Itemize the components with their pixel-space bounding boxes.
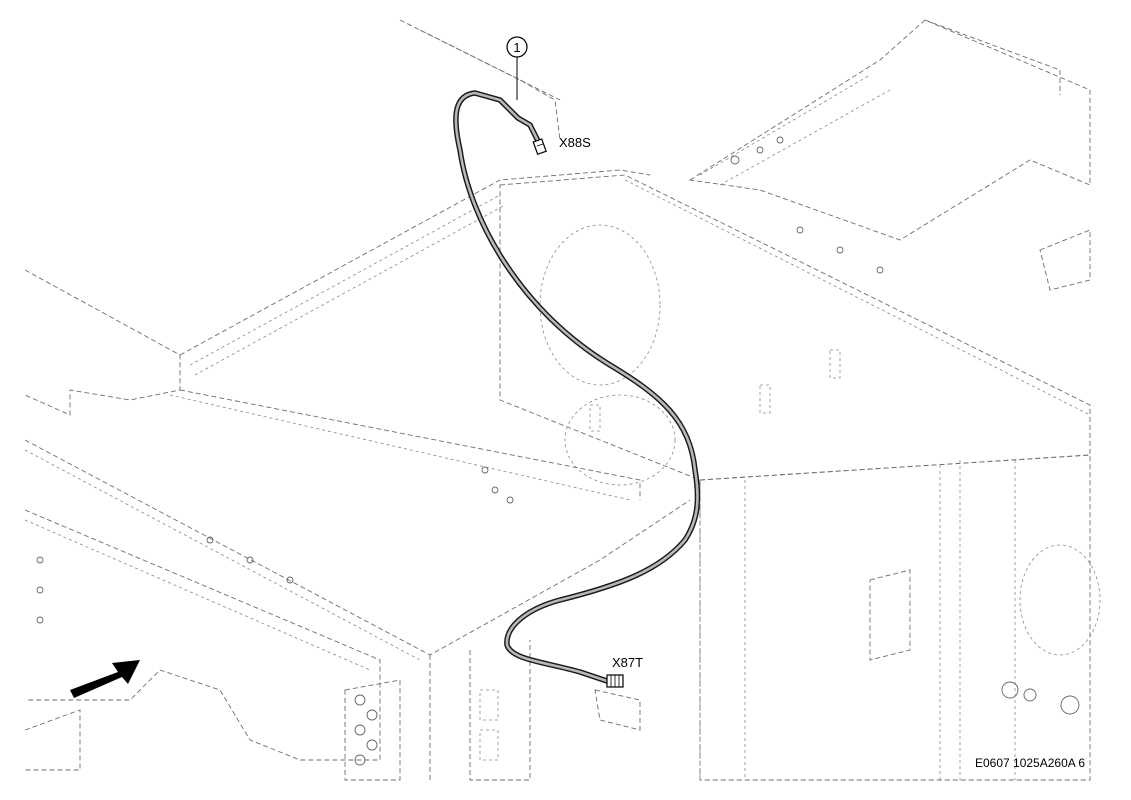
connector-x88s [532,138,547,156]
machine-structure [24,19,1101,781]
connector-label-x87t: X87T [612,655,643,670]
cable-harness [453,90,701,685]
connector-x87t [606,674,624,688]
callout-balloon [506,36,528,100]
drawing-code: E0607 1025A260A 6 [975,756,1085,770]
callout-number: 1 [513,40,520,55]
direction-arrow-icon [70,660,140,698]
connector-label-x88s: X88S [559,135,591,150]
